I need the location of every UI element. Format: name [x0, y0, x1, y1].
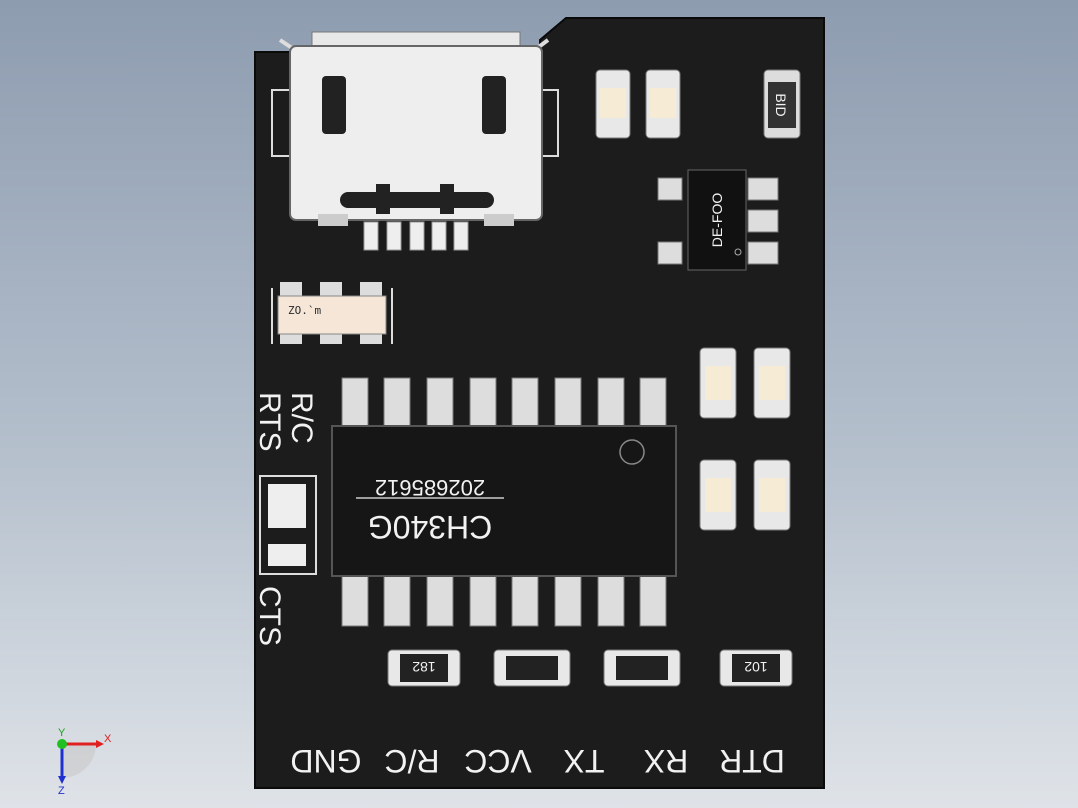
ldo-marking: DE-FOO — [709, 193, 725, 248]
ch340g-pins-top — [341, 377, 667, 429]
resistor-102-marking: 102 — [744, 659, 768, 675]
pin-label-vcc: VCC — [464, 743, 532, 779]
label-cts: CTS — [253, 586, 286, 646]
chip-name: CH340G — [368, 509, 493, 545]
sot-marking: BID — [773, 93, 789, 116]
label-rts: RTS — [253, 392, 286, 451]
axis-x-label: X — [104, 733, 112, 745]
crystal-marking: ZO.`m — [288, 304, 321, 317]
resistor-182-marking: 182 — [412, 659, 436, 675]
pin-labels: GND R/C VCC TX RX DTR — [290, 743, 784, 779]
pin-label-tx: TX — [564, 743, 605, 779]
ch340g-chip: 202685612 CH340G — [331, 425, 677, 577]
rts-cts-jumper — [259, 475, 317, 575]
sot-component: BID — [763, 69, 801, 139]
chip-code: 202685612 — [375, 475, 485, 500]
pin-label-rc: R/C — [384, 743, 439, 779]
capacitor-group-right — [699, 347, 791, 531]
ldo-regulator: DE-FOO — [657, 169, 779, 271]
pin-label-rx: RX — [644, 743, 688, 779]
label-rc-side: R/C — [285, 392, 318, 444]
capacitor-pair-top — [595, 69, 681, 139]
micro-usb-connector — [271, 31, 559, 251]
axis-gizmo[interactable]: X Y Z — [57, 727, 112, 797]
axis-z-label: Z — [58, 785, 65, 797]
crystal-oscillator: ZO.`m — [271, 282, 393, 344]
resistor-row: 182 102 — [387, 649, 793, 687]
pin-label-gnd: GND — [290, 743, 361, 779]
pin-label-dtr: DTR — [719, 743, 785, 779]
axis-y-label: Y — [58, 727, 66, 739]
